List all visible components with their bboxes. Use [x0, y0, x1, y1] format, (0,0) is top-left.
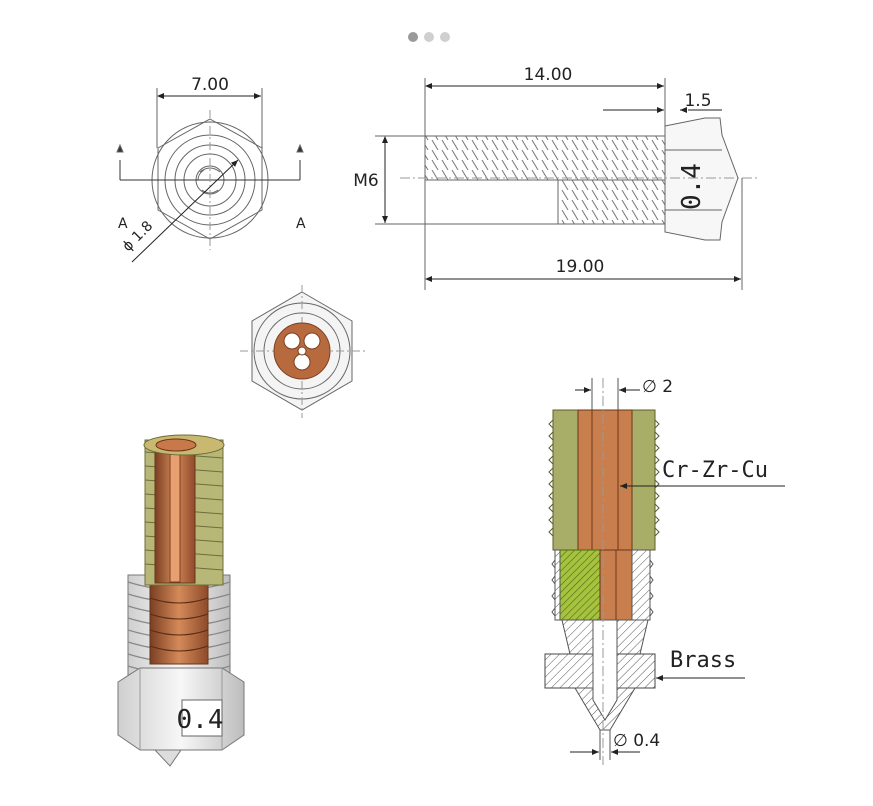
- dim-inner-diameter: ∅ 2: [642, 377, 673, 397]
- dim-total-length: 19.00: [556, 257, 605, 277]
- section-view: [544, 378, 785, 765]
- side-view-marking: 0.4: [677, 163, 707, 210]
- section-label-left: A: [118, 216, 128, 232]
- carousel-dots[interactable]: [408, 32, 450, 42]
- iso-marking: 0.4: [177, 705, 224, 735]
- iso-copper-lower: [149, 579, 209, 665]
- carousel-dot-3[interactable]: [440, 32, 450, 42]
- isometric-cutaway: [117, 434, 245, 767]
- section-upper-wall-left: [552, 409, 579, 551]
- label-body-material: Brass: [670, 648, 736, 673]
- section-copper-insert: [577, 409, 633, 551]
- dim-top-width: 7.00: [191, 75, 229, 95]
- dim-outlet-diameter: ∅ 0.4: [613, 731, 660, 751]
- section-hatched-brass: [559, 549, 601, 621]
- side-view-thread-body: [424, 135, 666, 181]
- dim-hex-length: 1.5: [684, 91, 711, 111]
- side-view: [375, 78, 760, 290]
- section-upper-wall-right: [631, 409, 656, 551]
- bottom-view: [240, 285, 365, 418]
- dim-thread-size: M6: [353, 171, 378, 191]
- section-label-right: A: [296, 216, 306, 232]
- dim-thread-length: 14.00: [524, 65, 573, 85]
- carousel-dot-1[interactable]: [408, 32, 418, 42]
- top-view: [116, 88, 304, 263]
- label-insert-material: Cr-Zr-Cu: [662, 458, 768, 483]
- carousel-dot-2[interactable]: [424, 32, 434, 42]
